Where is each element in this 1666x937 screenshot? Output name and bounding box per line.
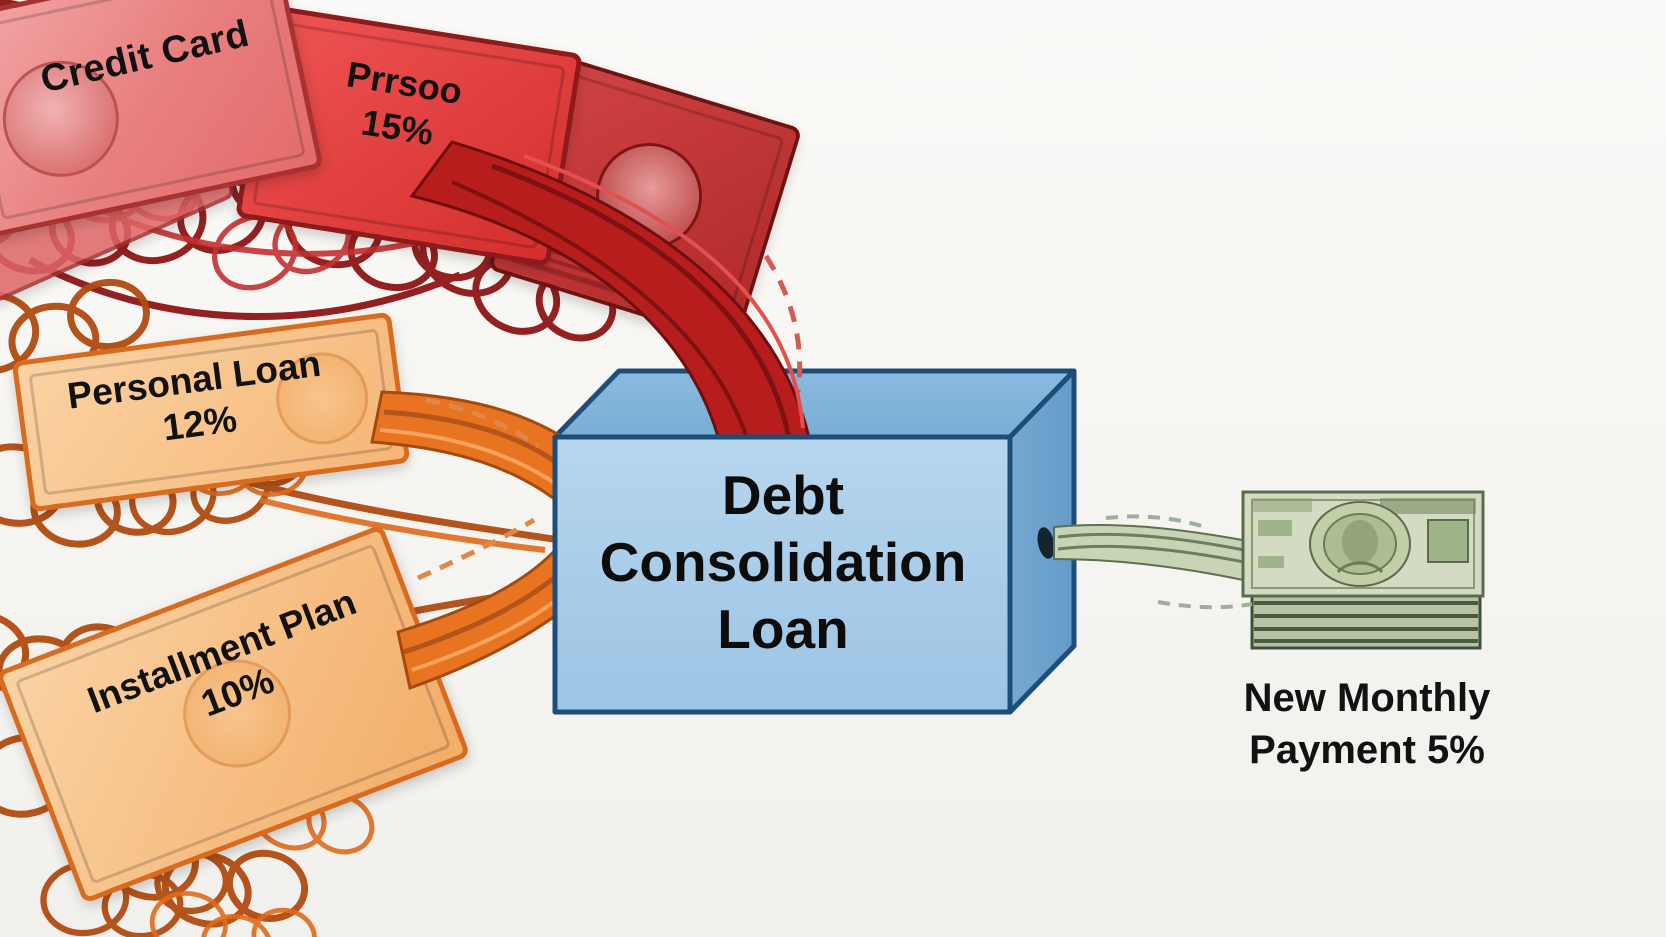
box-label-line2: Consolidation bbox=[599, 531, 967, 594]
output-label-line1: New Monthly bbox=[1243, 676, 1491, 720]
output-label-line2: Payment 5% bbox=[1249, 728, 1485, 772]
green-money-stream bbox=[1053, 523, 1249, 583]
motion-dashes bbox=[416, 254, 1253, 610]
new-monthly-payment-label: New Monthly Payment 5% bbox=[1172, 672, 1562, 776]
box-front-face bbox=[552, 434, 1013, 715]
consolidation-box-label: Debt Consolidation Loan bbox=[556, 462, 1010, 663]
box-label-line1: Debt bbox=[721, 464, 845, 526]
orange-scribble-top-light-icon bbox=[9, 358, 546, 553]
box-label-line3: Loan bbox=[717, 598, 849, 661]
box-output-slot bbox=[1037, 527, 1055, 559]
box-top-face bbox=[552, 368, 1077, 440]
dollar-bill-stack bbox=[1241, 490, 1485, 650]
